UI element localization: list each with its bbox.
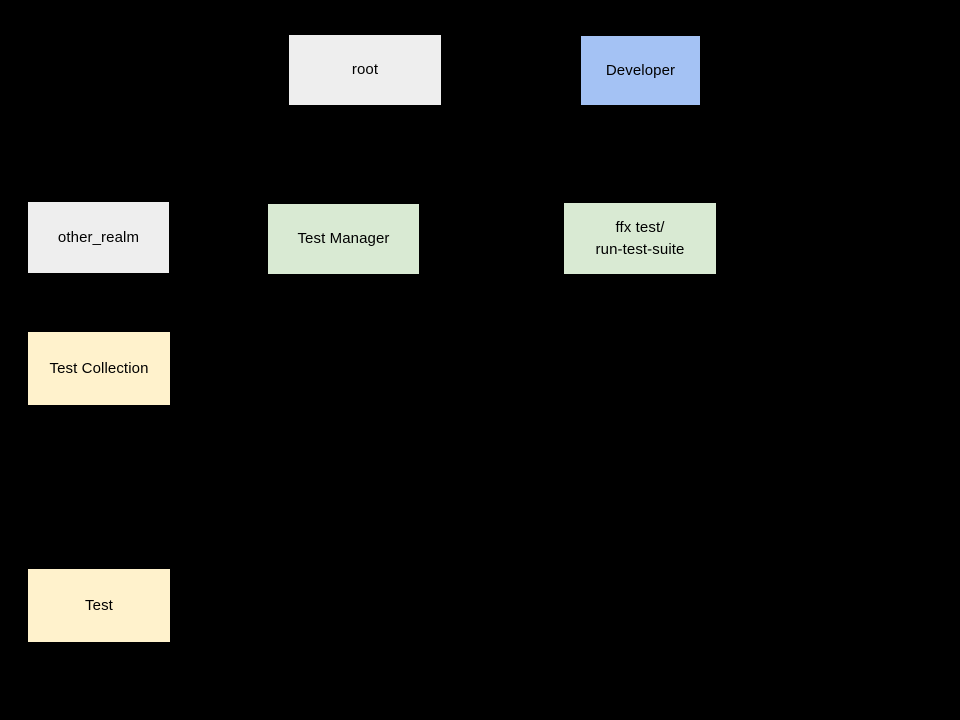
- node-test-label: Test: [85, 596, 113, 614]
- node-test-manager: Test Manager: [268, 204, 419, 274]
- node-other-realm-label: other_realm: [57, 228, 140, 246]
- node-test-collection: Test Collection: [28, 332, 170, 405]
- node-other-realm: other_realm: [28, 202, 169, 273]
- node-test-collection-label: Test Collection: [49, 359, 149, 377]
- node-ffx-test-label: ffx test/ run-test-suite: [595, 218, 685, 258]
- node-developer-label: Developer: [605, 61, 676, 79]
- node-test-manager-label: Test Manager: [297, 230, 390, 247]
- node-ffx-test-run-test-suite: ffx test/ run-test-suite: [564, 203, 716, 274]
- node-developer: Developer: [581, 36, 700, 105]
- node-test: Test: [28, 569, 170, 642]
- node-root-label: root: [351, 61, 379, 78]
- node-root: root: [289, 35, 441, 105]
